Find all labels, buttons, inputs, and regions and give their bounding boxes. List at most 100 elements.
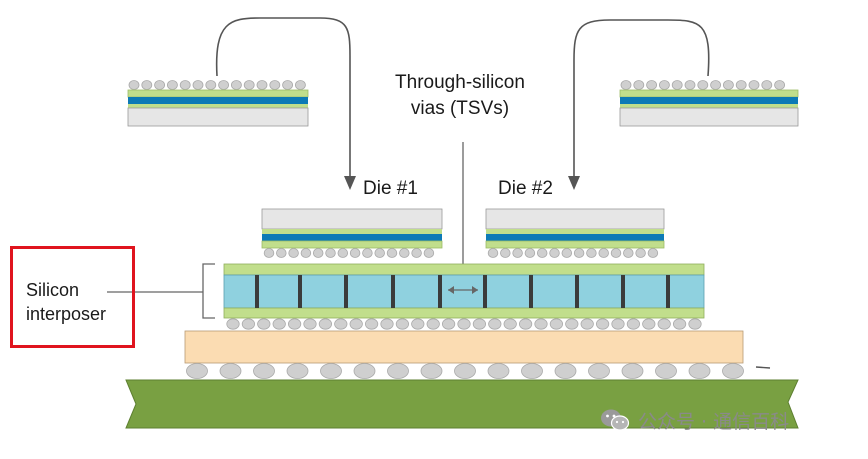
bga-ball xyxy=(286,363,309,379)
c4-bump xyxy=(688,318,702,330)
flip-chip-left-bump xyxy=(154,80,166,90)
c4-bump xyxy=(441,318,456,330)
tsv-via xyxy=(391,275,395,308)
flip-chip-right-bump xyxy=(620,80,632,90)
die-1-microbump xyxy=(411,248,422,258)
flip-chip-left-green-layer xyxy=(127,89,309,98)
flip-chip-left-bump xyxy=(294,80,306,90)
die-2-microbump xyxy=(487,248,499,258)
c4-bump xyxy=(241,318,255,330)
die-1-microbump xyxy=(362,248,373,258)
c4-bump xyxy=(472,318,486,330)
flip-chip-left-blue-layer xyxy=(128,97,308,104)
die-2-silicon-body xyxy=(485,208,665,230)
tsv-via xyxy=(438,275,442,308)
arrow-right xyxy=(573,19,710,178)
bga-ball xyxy=(420,363,443,379)
c4-bump xyxy=(349,318,363,330)
c4-bump xyxy=(287,318,302,330)
die-2-blue-layer xyxy=(486,234,664,241)
flip-chip-right-silicon-body xyxy=(619,107,799,127)
flip-chip-left-bump xyxy=(269,80,281,90)
die-2-microbump xyxy=(500,248,511,258)
pcb-board xyxy=(125,379,799,429)
tsv-via xyxy=(666,275,670,308)
bga-ball xyxy=(186,363,208,379)
flip-chip-left-bump xyxy=(192,80,204,90)
die-1-microbump xyxy=(374,248,385,258)
die-2-microbump xyxy=(586,248,597,258)
c4-bump xyxy=(565,318,579,330)
silicon-interposer-label: Silicon interposer xyxy=(26,278,106,326)
tsv-label-line-2: vias (TSVs) xyxy=(410,98,510,119)
die-2-label: Die #2 xyxy=(498,178,553,199)
flip-chip-left-silicon-body xyxy=(127,107,309,127)
flip-chip-left-bump xyxy=(230,80,242,90)
c4-bump xyxy=(334,318,348,330)
bga-ball xyxy=(353,363,376,379)
bga-ball xyxy=(554,363,577,379)
c4-bump xyxy=(426,318,440,330)
flip-chip-right-green-layer xyxy=(619,89,799,98)
c4-bump xyxy=(580,318,594,330)
die-1-microbump xyxy=(423,248,435,258)
flip-chip-right-bump xyxy=(659,80,670,90)
tsv-label: Through-silicon vias (TSVs) xyxy=(360,70,560,122)
watermark-text: 公众号 · 通信百科 xyxy=(638,410,790,433)
tsv-via xyxy=(529,275,533,308)
flip-chip-left-bump xyxy=(205,80,217,90)
interposer-label-line-1: Silicon xyxy=(26,280,80,300)
tsv-pitch-arrowhead-left xyxy=(448,286,454,294)
interposer-top-rdl xyxy=(223,263,705,276)
flip-chip-right-bump xyxy=(761,80,773,90)
flip-chip-right-bump xyxy=(710,80,721,90)
flip-chip-left-bump xyxy=(282,80,294,90)
die-2-microbump xyxy=(512,248,523,258)
flip-chip-right-bump xyxy=(633,80,645,90)
c4-bump xyxy=(657,318,671,330)
flip-chip-left-bump xyxy=(166,80,178,90)
interposer-bracket xyxy=(202,263,215,319)
die-2-microbump xyxy=(524,248,536,258)
highlight-box xyxy=(10,246,135,348)
die-2-microbump xyxy=(549,248,560,258)
c4-bump xyxy=(626,318,641,330)
die-1-microbump xyxy=(300,248,312,258)
flip-chip-left-green-layer-2 xyxy=(128,104,308,108)
die-2-green-layer-2 xyxy=(485,240,665,249)
die-1-microbump xyxy=(288,248,299,258)
bga-ball xyxy=(253,363,275,379)
c4-bump xyxy=(488,318,502,330)
c4-bump xyxy=(364,318,379,330)
c4-bump xyxy=(457,318,471,330)
flip-chip-left-bump xyxy=(218,80,230,90)
tsv-via xyxy=(621,275,625,308)
bga-ball xyxy=(722,363,744,379)
flip-chip-right-bump xyxy=(735,80,747,90)
flip-chip-left-bump xyxy=(256,80,268,90)
interposer-silicon xyxy=(223,274,705,309)
die-2-microbump xyxy=(598,248,609,258)
bga-ball xyxy=(219,363,242,379)
tsv-label-line-1: Through-silicon xyxy=(395,72,525,93)
c4-bump xyxy=(272,318,286,330)
watermark: 公众号 · 通信百科 xyxy=(600,405,789,435)
package-substrate xyxy=(184,330,744,364)
flip-chip-right-bump xyxy=(646,80,657,90)
die-2-microbump xyxy=(635,248,646,258)
die-1-microbump xyxy=(386,248,398,258)
die-1-silicon-body xyxy=(261,208,443,230)
bga-ball xyxy=(521,363,543,379)
arrow-left xyxy=(215,17,351,178)
interposer-label-line-2: interposer xyxy=(26,304,107,324)
die-2-microbump xyxy=(610,248,622,258)
bga-ball xyxy=(320,363,342,379)
substrate-edge-mark xyxy=(755,366,771,369)
flip-chip-right-bump xyxy=(748,80,760,90)
flip-chip-right-bump xyxy=(697,80,709,90)
c4-bump xyxy=(611,318,625,330)
flip-chip-right-blue-layer xyxy=(620,97,798,104)
die-2-green-layer xyxy=(486,229,664,234)
tsv-via xyxy=(575,275,579,308)
